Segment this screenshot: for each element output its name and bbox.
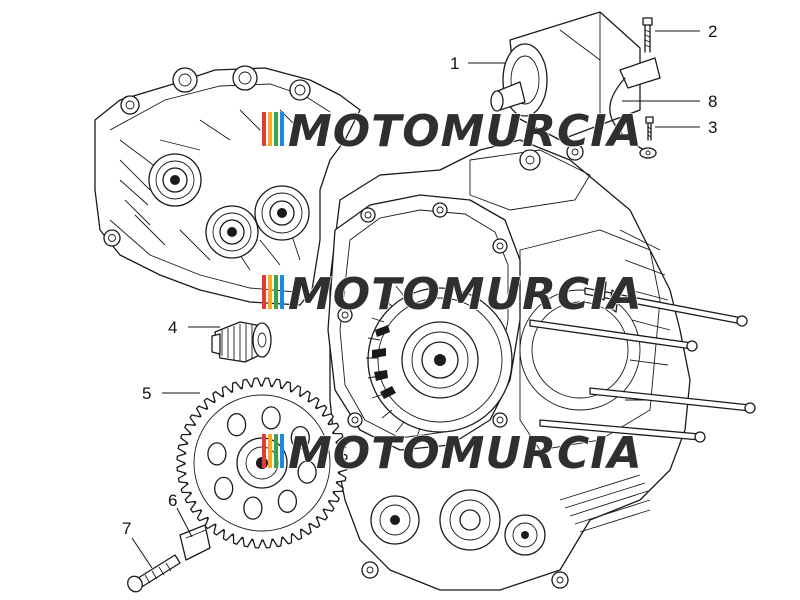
gear-hole [261, 406, 281, 430]
washer-6 [179, 524, 211, 561]
callout-6: 6 [168, 491, 177, 510]
callouts: 1 2 3 8 4 5 6 7 [122, 22, 717, 569]
bearing-lower [205, 205, 259, 259]
watermark-2: MOTOMURCIA [262, 268, 643, 321]
watermark-3: MOTOMURCIA [262, 427, 643, 480]
gear-hole [214, 476, 234, 501]
callout-7: 7 [122, 519, 131, 538]
transmission-cover [94, 65, 361, 306]
starter-pinion [211, 321, 272, 363]
gear-hole [277, 489, 298, 513]
screw-3 [645, 116, 654, 141]
gear-hole [243, 496, 263, 520]
stator-housing [327, 194, 521, 451]
watermark-text-2: MOTOMURCIA [288, 269, 643, 320]
watermark-text-1: MOTOMURCIA [288, 106, 643, 157]
callout-1: 1 [450, 54, 459, 73]
bearing-upper [148, 153, 202, 207]
callout-5: 5 [142, 384, 151, 403]
callout-8: 8 [708, 92, 717, 111]
gear-hole [297, 460, 317, 484]
lower-bosses [361, 489, 569, 589]
gear-hole [226, 413, 247, 437]
screw-7 [127, 554, 181, 593]
starter-motor [490, 11, 661, 141]
callout-3: 3 [708, 118, 717, 137]
ground-cable [609, 77, 657, 159]
gear-hole [290, 425, 310, 450]
gear-hole [207, 442, 227, 466]
screw-2 [642, 17, 653, 53]
cylinder-studs [529, 277, 756, 443]
callout-2: 2 [708, 22, 717, 41]
watermark-text-3: MOTOMURCIA [288, 428, 643, 479]
bearing-right [254, 185, 310, 241]
callout-4: 4 [168, 318, 177, 337]
watermark-1: MOTOMURCIA [262, 105, 643, 158]
